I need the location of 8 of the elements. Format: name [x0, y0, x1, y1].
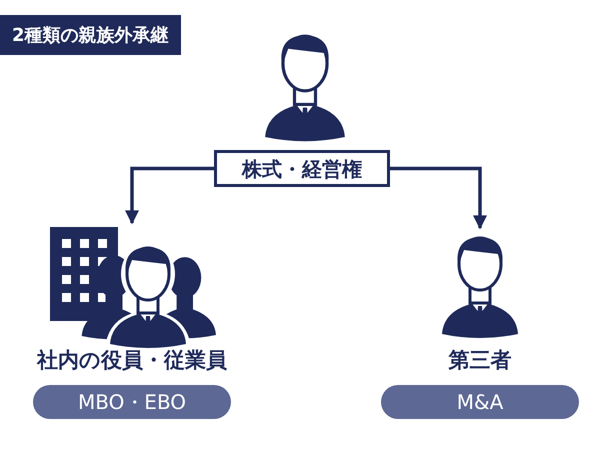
- label-box: 株式・経営権: [214, 150, 390, 187]
- group-label: 社内の役員・従業員: [37, 350, 227, 371]
- arrow: [125, 166, 214, 224]
- group-label: 第三者: [448, 350, 512, 371]
- method-pill: M&A: [381, 385, 579, 419]
- title-banner: 2種類の親族外承継: [0, 15, 181, 55]
- method-pill: MBO・EBO: [33, 385, 231, 419]
- arrow: [390, 166, 487, 230]
